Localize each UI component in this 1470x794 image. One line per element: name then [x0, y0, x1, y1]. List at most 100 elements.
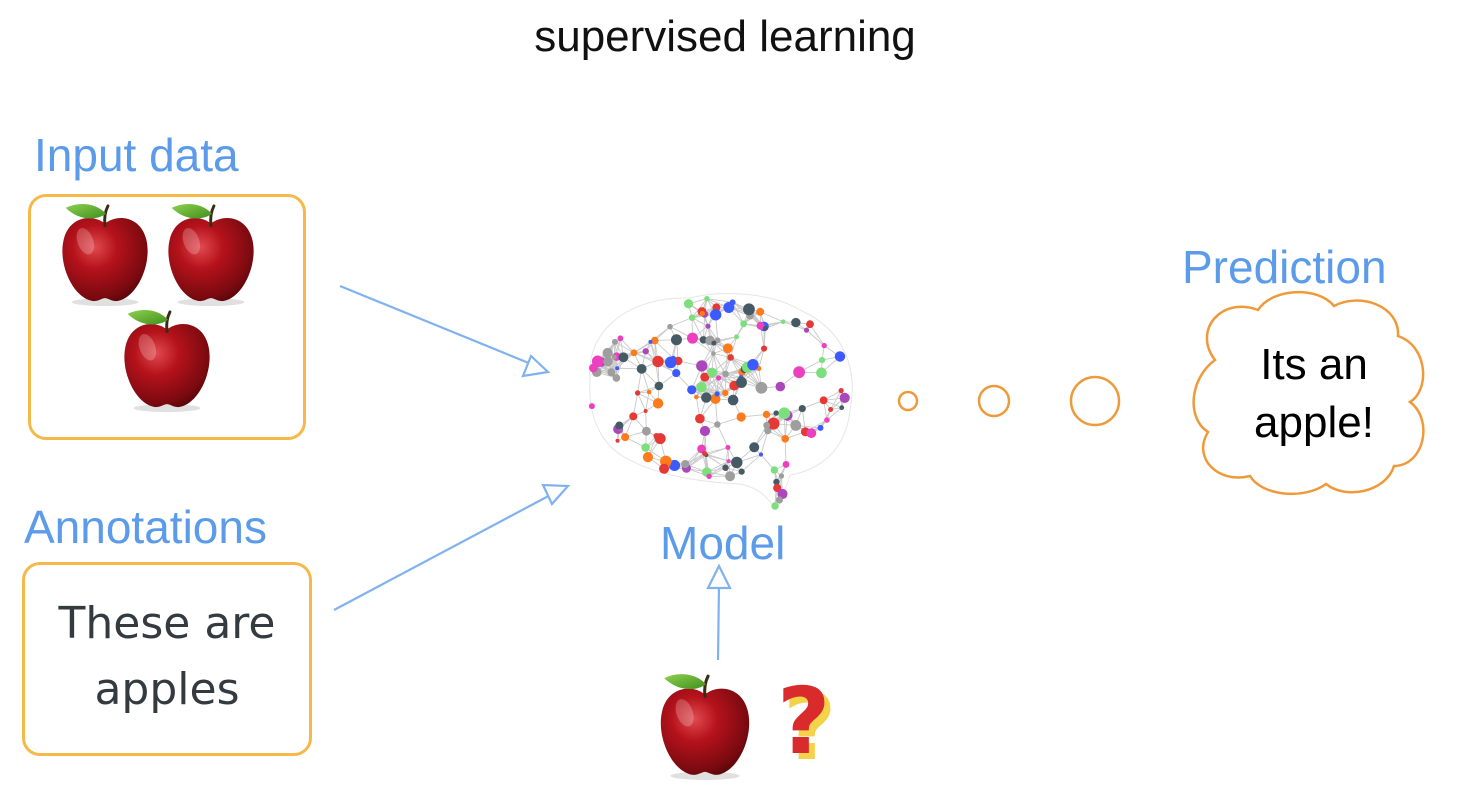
- brain-node: [667, 323, 673, 330]
- brain-edge: [725, 447, 729, 468]
- arrowhead: [521, 354, 551, 378]
- brain-node: [668, 459, 681, 472]
- brain-edge: [732, 302, 745, 325]
- brain-edge: [712, 353, 720, 379]
- brain-node: [725, 445, 731, 451]
- brain-edge: [654, 340, 674, 359]
- brain-node: [756, 307, 765, 316]
- brain-edge: [691, 317, 704, 341]
- brain-node: [607, 368, 616, 377]
- brain-node: [705, 323, 711, 329]
- brain-node: [747, 359, 759, 371]
- brain-node: [694, 394, 699, 400]
- brain-node: [778, 407, 791, 420]
- brain-node: [591, 355, 604, 368]
- brain-node: [646, 389, 652, 395]
- brain-node: [629, 412, 638, 421]
- brain-node: [839, 392, 850, 403]
- brain-node: [775, 496, 784, 504]
- brain-node: [798, 404, 806, 413]
- brain-node: [695, 413, 705, 424]
- brain-edge: [826, 407, 843, 421]
- brain-node: [641, 426, 651, 436]
- brain-node: [611, 338, 618, 345]
- brain-edge: [718, 376, 741, 379]
- brain-node: [763, 325, 768, 331]
- brain-node: [736, 412, 746, 422]
- arrow-input-to-model: [339, 284, 537, 368]
- brain-edge: [708, 460, 729, 477]
- brain-node: [706, 473, 712, 479]
- brain-node: [722, 389, 729, 397]
- brain-node: [793, 366, 806, 379]
- brain-node: [670, 334, 682, 346]
- brain-edge: [758, 348, 765, 369]
- brain-node: [817, 424, 824, 431]
- brain-node: [630, 349, 638, 357]
- brain-node: [704, 295, 710, 302]
- brain-node: [762, 410, 771, 419]
- arrow-query-to-model: [716, 583, 721, 661]
- brain-node: [709, 309, 722, 321]
- thought-dots: [897, 375, 1121, 427]
- brain-node: [683, 299, 694, 309]
- brain-edge: [713, 353, 726, 375]
- brain-node: [727, 394, 739, 406]
- brain-node: [778, 473, 785, 479]
- brain-edge: [706, 298, 733, 303]
- brain-node: [652, 355, 664, 368]
- brain-edge: [704, 447, 729, 454]
- annotation-text-line-2: apples: [94, 664, 240, 715]
- brain-node: [756, 321, 765, 330]
- brain-edge: [760, 311, 784, 323]
- thought-dot-large: [1069, 375, 1121, 427]
- brain-node: [653, 432, 660, 439]
- brain-node: [641, 443, 650, 452]
- brain-node: [749, 442, 760, 453]
- brain-node: [699, 336, 708, 344]
- brain-node: [722, 343, 733, 354]
- brain-node: [643, 409, 648, 414]
- brain-node: [642, 348, 649, 355]
- brain-node: [773, 478, 780, 486]
- apple-icon: [60, 202, 150, 308]
- brain-node: [839, 405, 845, 411]
- brain-node: [652, 398, 664, 409]
- brain-node: [634, 390, 641, 396]
- annotations-box: These are apples: [22, 562, 312, 756]
- brain-node: [687, 385, 697, 395]
- brain-node: [731, 456, 743, 469]
- brain-node: [715, 375, 722, 381]
- brain-node: [781, 435, 789, 443]
- brain-node: [821, 342, 827, 349]
- brain-node: [711, 351, 716, 356]
- brain-node: [714, 421, 721, 428]
- apple-icon: [122, 308, 212, 414]
- brain-edge: [614, 341, 635, 354]
- brain-node: [735, 376, 747, 388]
- brain-node: [773, 410, 779, 416]
- input-data-label: Input data: [34, 129, 239, 181]
- brain-node: [697, 444, 707, 454]
- brain-node: [816, 367, 827, 379]
- brain-node: [740, 320, 748, 328]
- brain-node: [648, 339, 653, 344]
- brain-node: [711, 340, 717, 346]
- brain-node: [806, 320, 814, 329]
- brain-node: [611, 354, 617, 360]
- brain-node: [699, 425, 711, 437]
- brain-node: [615, 438, 620, 443]
- thought-dot-small: [897, 390, 919, 412]
- brain-node: [636, 363, 647, 374]
- diagram-title: supervised learning: [534, 12, 916, 61]
- brain-node: [659, 463, 670, 474]
- brain-node: [806, 428, 817, 439]
- brain-edge: [730, 336, 738, 358]
- brain-node: [770, 466, 779, 474]
- brain-network-icon: [588, 293, 853, 511]
- brain-node: [696, 382, 707, 393]
- brain-node: [612, 374, 621, 382]
- brain-node: [687, 332, 699, 344]
- model-label: Model: [660, 517, 786, 569]
- brain-node: [710, 393, 721, 404]
